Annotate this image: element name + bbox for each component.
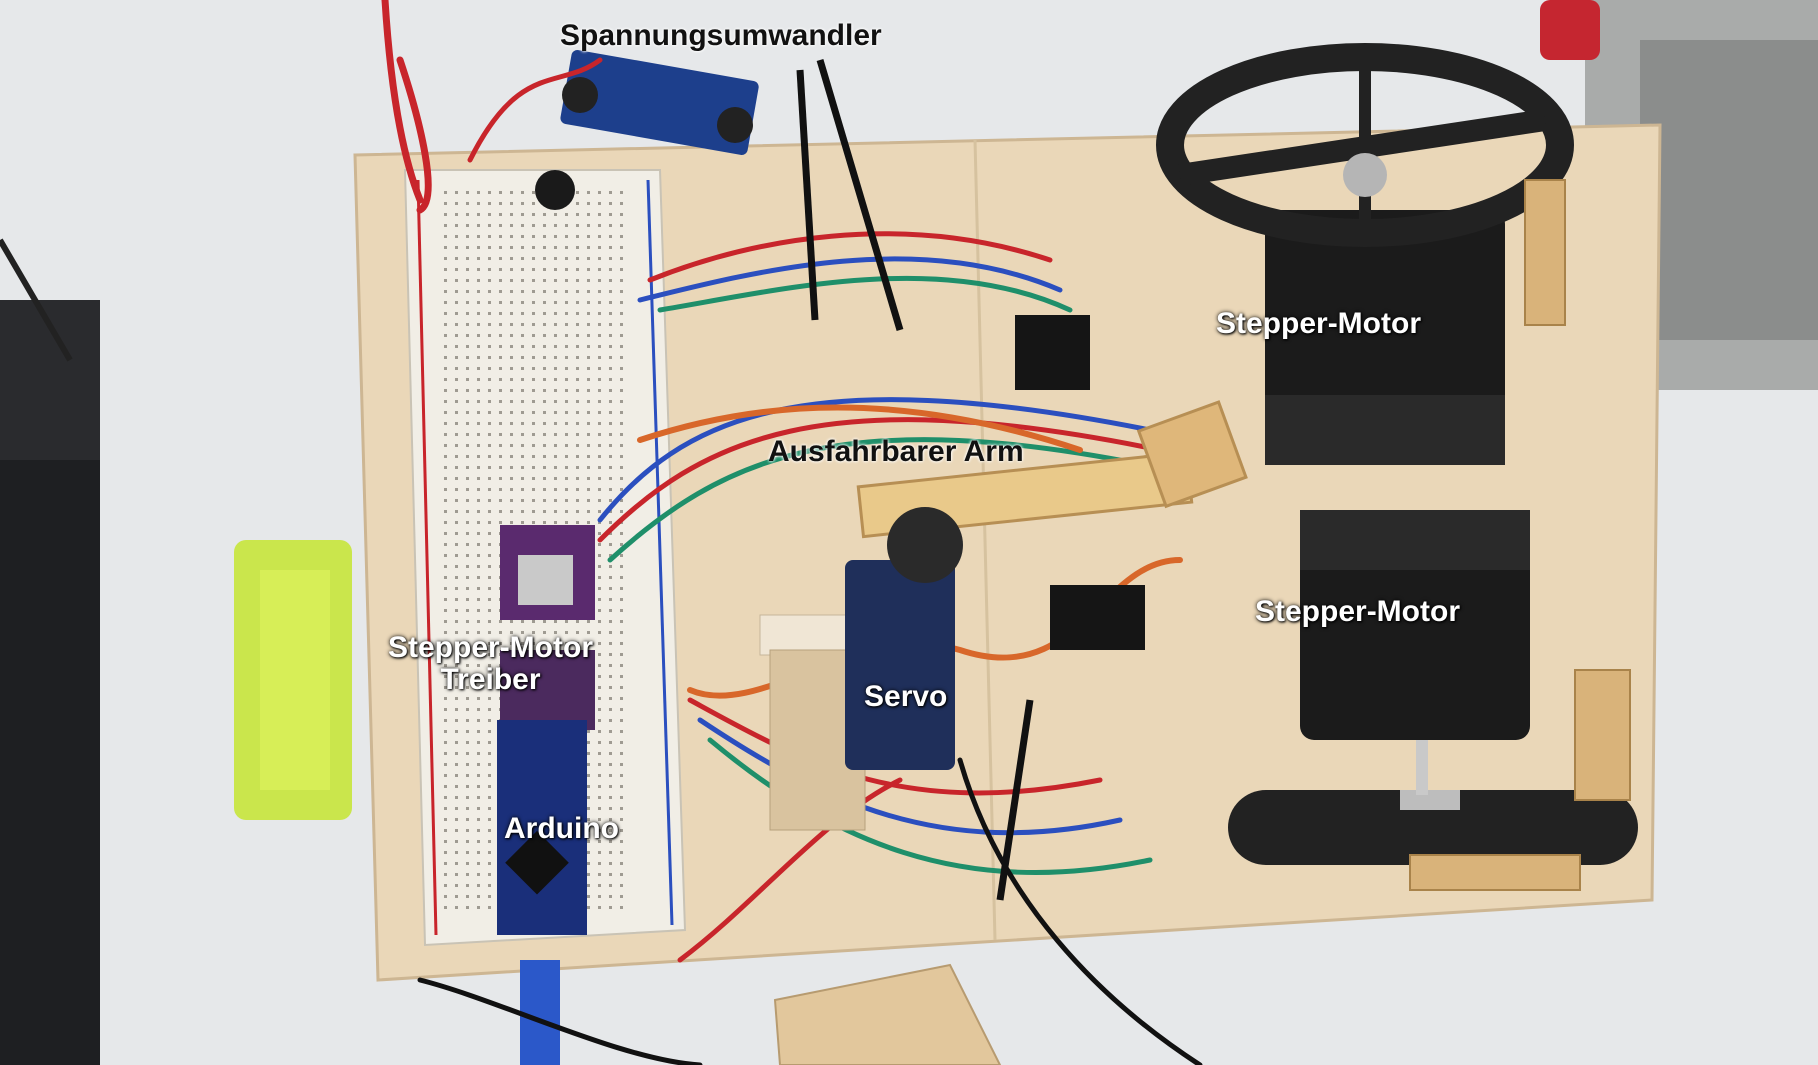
- cable-tie: [796, 69, 819, 321]
- wood-block-bottom: [773, 963, 1002, 1065]
- breadboard-rail-red: [416, 179, 438, 936]
- arduino-board: [497, 720, 587, 935]
- capacitor: [535, 170, 575, 210]
- label-stepper-motor-top: Stepper-Motor: [1216, 307, 1421, 340]
- cable-left: [0, 238, 73, 362]
- gray-device-face: [1640, 40, 1818, 340]
- arm-wood-block: [1136, 400, 1248, 509]
- label-voltage-converter: Spannungsumwandler: [560, 19, 882, 52]
- label-stepper-driver: Stepper-Motor Treiber: [388, 632, 593, 695]
- stepper-motor-bottom-plate: [1300, 510, 1530, 570]
- arduino-chip: [505, 830, 569, 895]
- wood-stop: [1524, 179, 1566, 326]
- label-stepper-motor-bottom: Stepper-Motor: [1255, 595, 1460, 628]
- label-stepper-driver-line2: Treiber: [440, 662, 541, 696]
- capacitor: [717, 107, 753, 143]
- label-stepper-driver-line1: Stepper-Motor: [388, 631, 593, 664]
- cable-tie: [996, 699, 1034, 901]
- driver-heatsink: [518, 555, 573, 605]
- wheel-top-hub: [1343, 153, 1387, 197]
- stepper-motor-top-plate: [1265, 395, 1505, 465]
- wheel-bottom-hub: [1400, 790, 1460, 810]
- red-part: [1540, 0, 1600, 60]
- wheel-bottom: [1228, 790, 1638, 865]
- wood-stop: [1409, 854, 1581, 891]
- cable-tie: [816, 59, 904, 331]
- axle: [1416, 740, 1428, 795]
- stepper-driver-board-2: [500, 650, 595, 730]
- usb-cable: [520, 960, 560, 1065]
- label-servo: Servo: [864, 680, 948, 713]
- breadboard-rail-blue: [646, 179, 674, 926]
- label-extendable-arm: Ausfahrbarer Arm: [768, 435, 1024, 468]
- velcro-pad: [1050, 585, 1145, 650]
- capacitor: [562, 77, 598, 113]
- wood-stop: [1574, 669, 1631, 801]
- wheel-top: [1156, 43, 1574, 247]
- servo-body: [845, 560, 955, 770]
- voltage-converter-board: [560, 49, 759, 155]
- board-seam: [973, 139, 997, 941]
- servo-horn: [887, 507, 963, 583]
- lime-box-inner: [260, 570, 330, 790]
- velcro-pad: [1015, 315, 1090, 390]
- label-arduino: Arduino: [504, 812, 619, 845]
